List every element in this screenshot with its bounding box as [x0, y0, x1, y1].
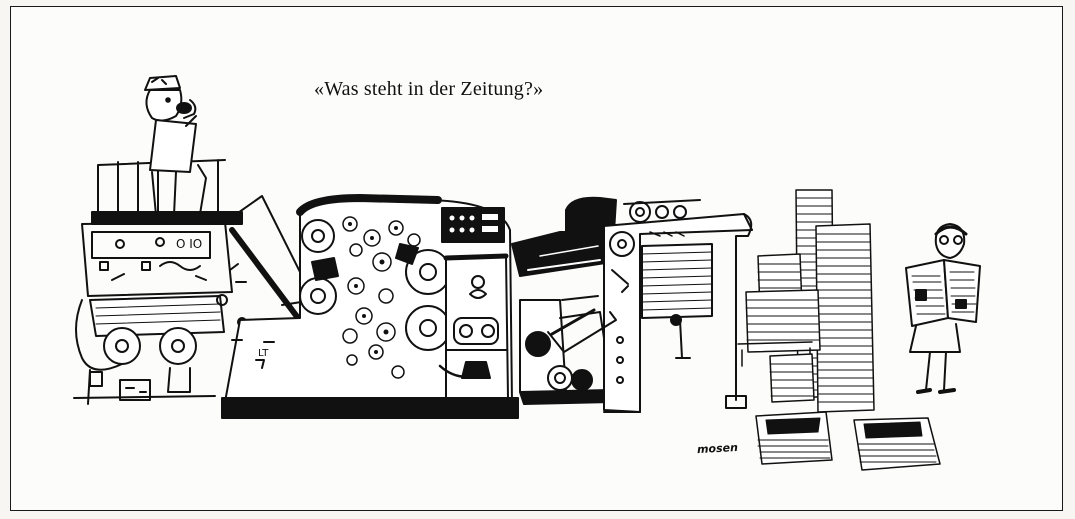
svg-text:O IO: O IO [176, 237, 202, 251]
main-press-body: LT [221, 194, 519, 419]
svg-text:LT: LT [258, 348, 269, 359]
folder-unit [511, 196, 753, 413]
reader-figure [905, 223, 981, 394]
worker-figure [144, 75, 207, 216]
paper-feed-unit: O IO [73, 159, 323, 405]
caption-text: «Was steht in der Zeitung?» [314, 78, 544, 100]
newspaper-stacks [737, 189, 941, 471]
artist-signature: mosen [696, 440, 739, 457]
